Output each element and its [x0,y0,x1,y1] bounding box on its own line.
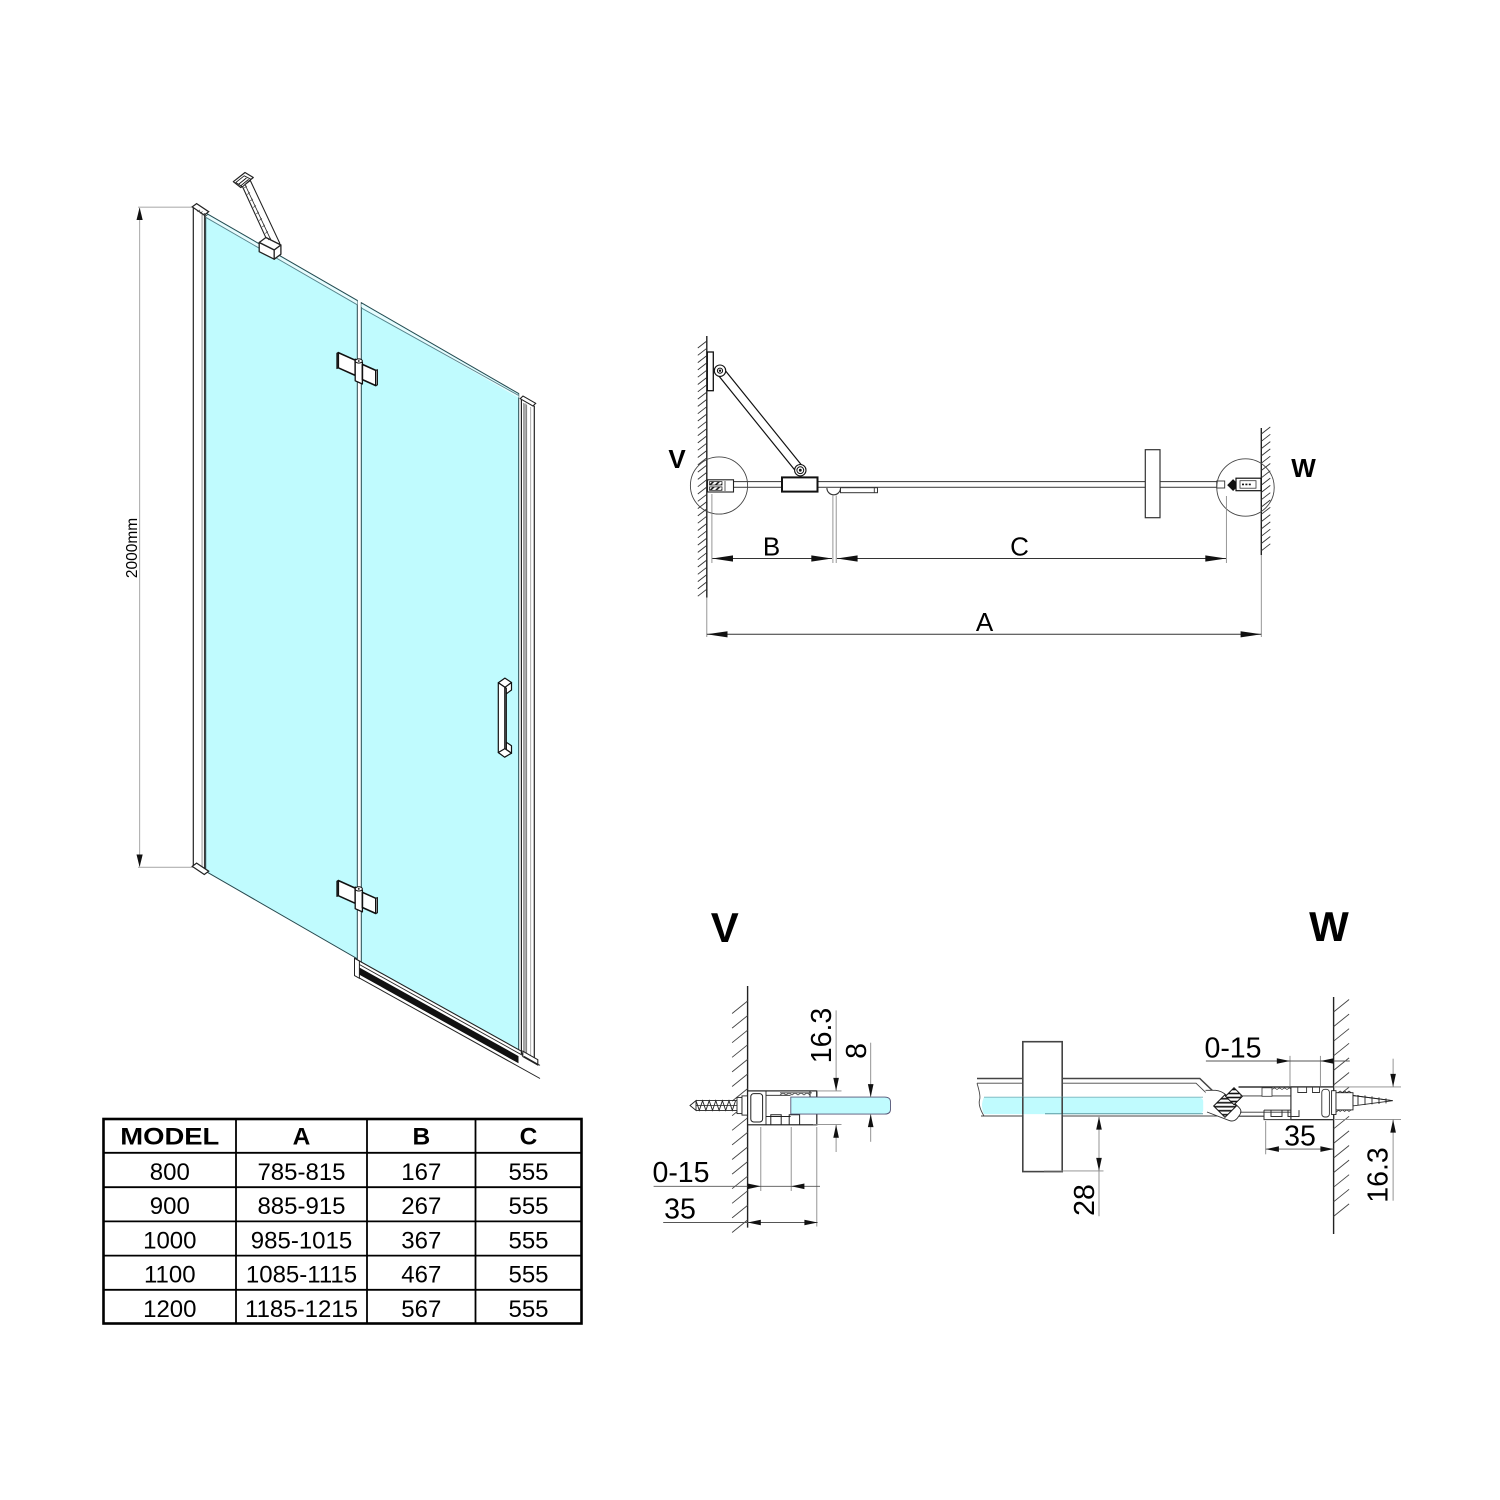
svg-text:8: 8 [841,1043,873,1059]
svg-text:1000: 1000 [143,1227,196,1254]
svg-text:V: V [711,904,739,951]
svg-text:167: 167 [401,1159,441,1186]
svg-text:367: 367 [401,1227,441,1254]
svg-text:35: 35 [1284,1121,1316,1153]
svg-text:800: 800 [150,1159,190,1186]
svg-text:1100: 1100 [144,1262,196,1289]
svg-text:555: 555 [508,1159,548,1186]
svg-text:A: A [293,1124,311,1151]
svg-text:2000mm: 2000mm [124,518,141,578]
svg-text:35: 35 [664,1194,696,1226]
svg-text:267: 267 [401,1193,441,1220]
svg-text:C: C [1010,532,1029,562]
svg-text:1085-1115: 1085-1115 [246,1262,357,1289]
svg-text:555: 555 [508,1262,548,1289]
svg-text:MODEL: MODEL [120,1124,219,1151]
svg-text:16.3: 16.3 [1363,1147,1395,1202]
svg-text:555: 555 [508,1193,548,1220]
svg-text:1200: 1200 [143,1296,196,1323]
svg-text:0-15: 0-15 [1204,1033,1261,1065]
svg-text:C: C [520,1124,538,1151]
svg-text:W: W [1291,453,1316,483]
svg-text:555: 555 [508,1227,548,1254]
svg-text:28: 28 [1069,1184,1101,1216]
svg-text:0-15: 0-15 [652,1157,709,1189]
svg-text:900: 900 [150,1193,190,1220]
svg-text:467: 467 [401,1262,441,1289]
svg-text:16.3: 16.3 [806,1008,838,1063]
svg-text:567: 567 [401,1296,441,1323]
svg-text:A: A [976,607,994,637]
svg-text:V: V [668,444,686,474]
svg-text:985-1015: 985-1015 [251,1227,352,1254]
svg-text:B: B [763,532,780,562]
svg-text:B: B [412,1124,430,1151]
svg-text:555: 555 [508,1296,548,1323]
svg-text:885-915: 885-915 [257,1193,345,1220]
svg-text:785-815: 785-815 [257,1159,345,1186]
svg-text:1185-1215: 1185-1215 [245,1296,358,1323]
svg-text:W: W [1309,903,1349,950]
